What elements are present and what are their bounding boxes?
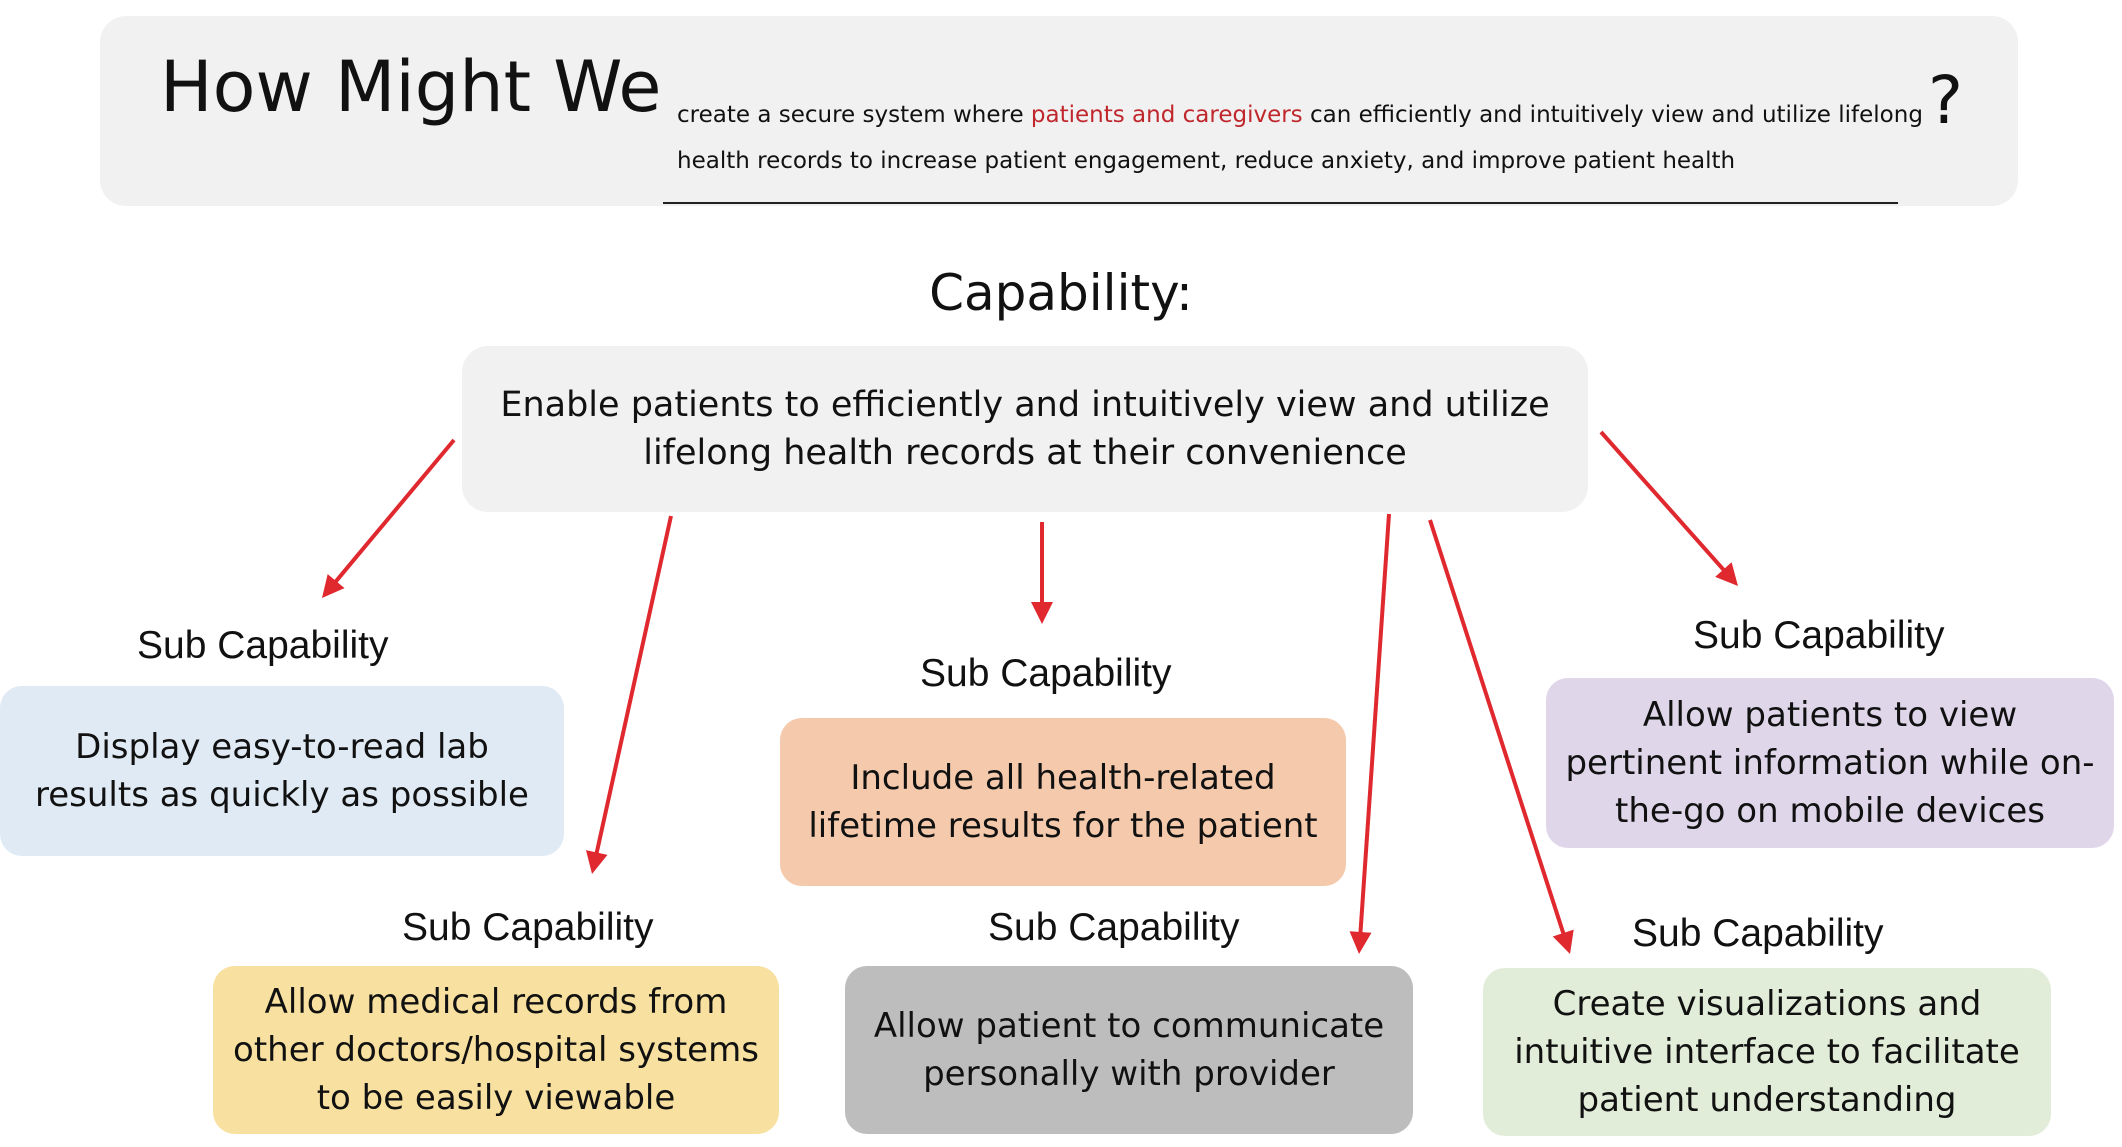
sub-capability-label-visualizations: Sub Capability [1632,912,1884,955]
sub-capability-box-visualizations: Create visualizations and intuitive inte… [1483,968,2051,1136]
arrow-lines [332,430,1728,938]
hmw-statement-highlight: patients and caregivers [1030,102,1303,128]
capability-heading: Capability: [929,264,1193,322]
arrow-to-visualizations [1428,519,1567,938]
hmw-statement: create a secure system where patients an… [677,92,1987,184]
sub-capability-label-external-records: Sub Capability [402,906,654,949]
arrow-head [1552,929,1574,954]
sub-capability-text-lifetime-results: Include all health-related lifetime resu… [808,758,1318,846]
arrow-head [1349,931,1372,954]
hmw-underline [663,202,1898,204]
hmw-title: How Might We [160,46,662,128]
sub-capability-label-mobile: Sub Capability [1693,614,1945,657]
hmw-banner: How Might We create a secure system wher… [100,16,2018,206]
hmw-statement-part2: can efficiently and intuitively view and… [677,102,1923,174]
sub-capability-box-lifetime-results: Include all health-related lifetime resu… [780,718,1346,886]
arrow-head [1031,602,1053,624]
sub-capability-text-external-records: Allow medical records from other doctors… [233,982,759,1118]
sub-capability-box-external-records: Allow medical records from other doctors… [213,966,779,1134]
sub-capability-label-lab-results: Sub Capability [137,624,389,667]
capability-text: Enable patients to efficiently and intui… [500,385,1550,473]
arrow-to-external-records [593,515,673,857]
sub-capability-box-communicate: Allow patient to communicate personally … [845,966,1413,1134]
arrow-to-mobile [1599,430,1728,574]
capability-box: Enable patients to efficiently and intui… [462,346,1588,512]
arrow-head [585,850,608,874]
arrow-head [322,574,345,598]
sub-capability-text-communicate: Allow patient to communicate personally … [873,1006,1385,1094]
sub-capability-box-lab-results: Display easy-to-read lab results as quic… [0,686,564,856]
sub-capability-text-mobile: Allow patients to view pertinent informa… [1565,695,2095,831]
arrow-heads [322,562,1738,954]
sub-capability-label-communicate: Sub Capability [988,906,1240,949]
arrow-to-communicate [1358,513,1391,937]
sub-capability-box-mobile: Allow patients to view pertinent informa… [1546,678,2114,848]
hmw-statement-part1: create a secure system where [677,102,1031,128]
arrow-to-lab-results [332,438,456,586]
sub-capability-text-visualizations: Create visualizations and intuitive inte… [1514,984,2020,1120]
hmw-question-mark: ? [1928,62,1964,139]
sub-capability-label-lifetime-results: Sub Capability [920,652,1172,695]
arrow-head [1715,562,1738,586]
sub-capability-text-lab-results: Display easy-to-read lab results as quic… [35,727,529,815]
